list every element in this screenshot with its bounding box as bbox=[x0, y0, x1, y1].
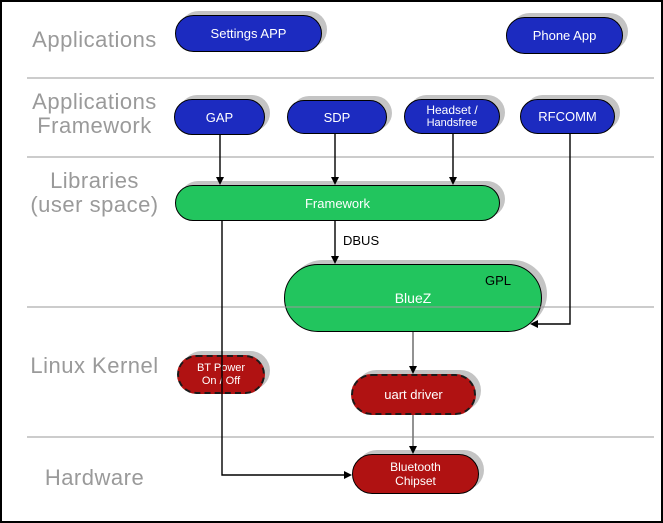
node-label: uart driver bbox=[384, 387, 443, 402]
layer-label-line: (user space) bbox=[30, 192, 159, 217]
layer-label-linux-kernel: Linux Kernel bbox=[12, 354, 177, 378]
node-label: Framework bbox=[304, 195, 370, 211]
arrow-framework-to-chipset-via-bt-power bbox=[221, 221, 352, 479]
node-label: Headset / bbox=[426, 102, 478, 117]
arrow-sdp-to-framework bbox=[331, 134, 339, 185]
layer-label-line: Libraries bbox=[50, 168, 139, 193]
node-label: On / Off bbox=[201, 374, 241, 387]
node-rfcomm: RFCOMM bbox=[520, 99, 615, 134]
layer-label-libraries: Libraries (user space) bbox=[12, 169, 177, 217]
layer-label-applications: Applications bbox=[12, 28, 177, 52]
layer-label-applications-framework: Applications Framework bbox=[12, 90, 177, 138]
node-label: SDP bbox=[323, 109, 351, 125]
node-gap: GAP bbox=[174, 99, 265, 135]
dbus-edge-label: DBUS bbox=[343, 233, 380, 248]
node-label: Bluetooth bbox=[390, 460, 441, 474]
arrow-gap-to-framework bbox=[216, 135, 224, 185]
node-framework: Framework bbox=[175, 185, 500, 221]
layer-label-line: Linux Kernel bbox=[30, 353, 159, 378]
node-label: Settings APP bbox=[210, 26, 287, 41]
node-bluez: BlueZ GPL bbox=[284, 264, 542, 332]
node-sdp: SDP bbox=[287, 100, 387, 134]
arrow-uart-driver-to-chipset bbox=[409, 415, 417, 454]
node-uart-driver: uart driver bbox=[351, 374, 476, 415]
node-settings-app: Settings APP bbox=[175, 15, 322, 52]
node-headset-handsfree: Headset / Handsfree bbox=[404, 99, 500, 134]
node-bt-power: BT Power On / Off bbox=[177, 355, 265, 394]
arrow-headset-to-framework bbox=[449, 133, 457, 185]
arrow-framework-to-bluez-dbus bbox=[331, 221, 339, 264]
arrow-bluez-to-uart-driver bbox=[409, 332, 417, 374]
layer-label-line: Hardware bbox=[44, 465, 145, 490]
node-label: Chipset bbox=[395, 474, 436, 488]
node-label: BT Power bbox=[196, 361, 246, 374]
node-bluetooth-chipset: Bluetooth Chipset bbox=[352, 454, 479, 494]
node-phone-app: Phone App bbox=[506, 17, 623, 54]
layer-label-line: Applications bbox=[32, 27, 157, 52]
layer-label-hardware: Hardware bbox=[12, 466, 177, 490]
layer-label-line: Framework bbox=[37, 113, 152, 138]
node-label: GAP bbox=[205, 109, 234, 125]
node-label: RFCOMM bbox=[538, 109, 597, 124]
node-label: Phone App bbox=[532, 28, 597, 43]
node-label: Handsfree bbox=[426, 116, 478, 129]
layer-label-line: Applications bbox=[32, 89, 157, 114]
node-label: BlueZ bbox=[394, 289, 432, 306]
gpl-badge: GPL bbox=[484, 273, 511, 288]
